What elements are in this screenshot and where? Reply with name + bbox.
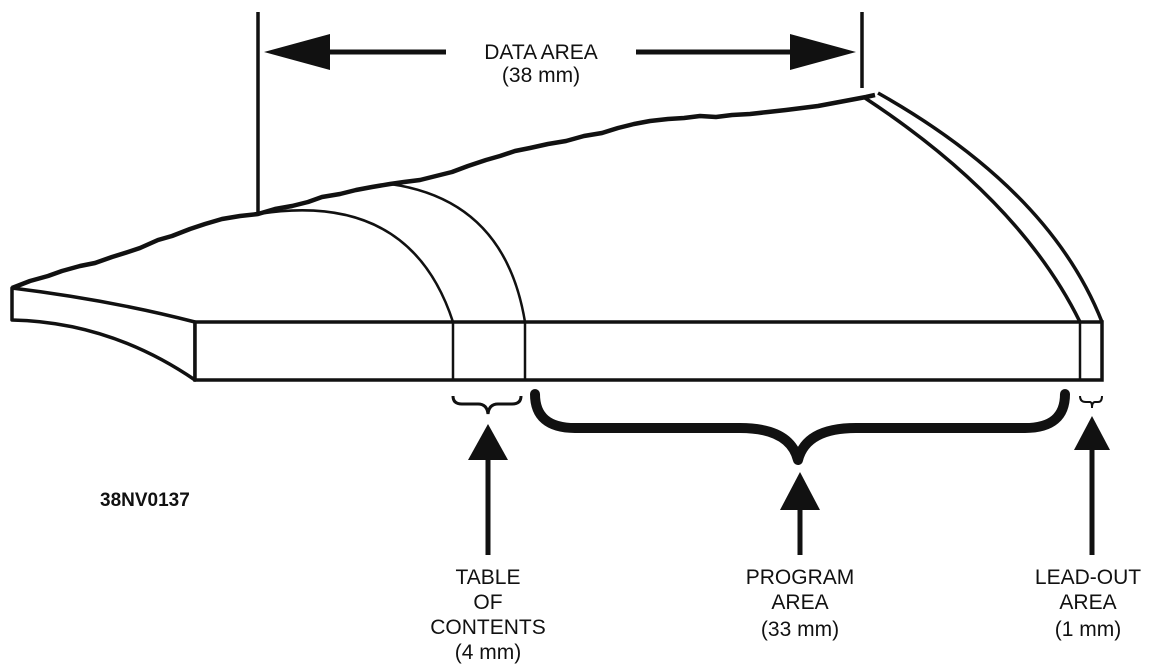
program-area-arrowhead — [780, 472, 820, 510]
toc-outer-arc — [389, 182, 527, 323]
toc-arrowhead — [468, 424, 508, 460]
data-area-left-arrowhead — [264, 34, 330, 70]
leadout-size: (1 mm) — [1055, 618, 1122, 641]
toc-brace — [451, 395, 523, 415]
leadout-rim-inner — [864, 96, 1082, 323]
program-area-brace — [530, 389, 1070, 465]
toc-label-line3: CONTENTS — [430, 616, 546, 639]
data-area-right-arrowhead — [790, 34, 856, 70]
program-area-size: (33 mm) — [761, 618, 839, 641]
torn-edge-line — [11, 92, 876, 291]
leadout-brace — [1079, 395, 1103, 409]
toc-label-line1: TABLE — [456, 566, 521, 589]
toc-size: (4 mm) — [455, 641, 522, 664]
data-area-size: (38 mm) — [502, 64, 580, 87]
toc-label-line2: OF — [473, 591, 502, 614]
leadout-rim-outer — [877, 91, 1104, 323]
data-area-label: DATA AREA — [484, 41, 598, 64]
figure-id: 38NV0137 — [100, 490, 190, 511]
leadout-arrowhead — [1074, 416, 1110, 450]
disc-top-surface — [12, 95, 1100, 322]
leadout-label-line1: LEAD-OUT — [1035, 566, 1141, 589]
toc-inner-arc — [257, 209, 455, 323]
disc-front-edge — [193, 320, 1104, 382]
program-area-label-line2: AREA — [771, 591, 828, 614]
leadout-label-line2: AREA — [1059, 591, 1116, 614]
program-area-label-line1: PROGRAM — [746, 566, 855, 589]
